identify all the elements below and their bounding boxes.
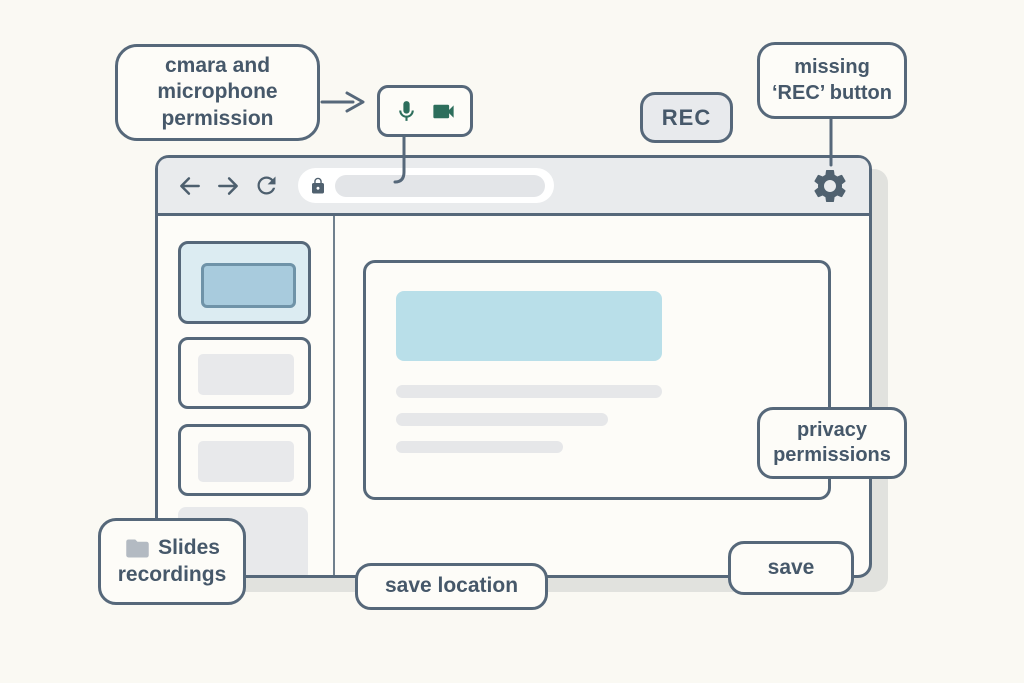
browser-content: 1/5 [158,216,869,575]
callout-line: ‘REC’ button [772,81,892,104]
gear-icon [814,169,846,202]
callout-line: cmara and [164,53,271,77]
callout-line: permission [161,106,274,130]
back-arrow-icon [180,176,200,195]
rec-button[interactable]: REC [640,92,733,143]
slide-pagination: 1/5 [528,568,668,576]
refresh-icon [257,176,275,195]
slide-thumbnail-2[interactable] [178,337,311,409]
thumbnail-content-block [198,441,294,482]
slide-text-line [396,441,563,453]
callout-save: save [728,541,854,595]
thumbnail-content-block [201,263,296,308]
next-slide-button[interactable] [632,574,654,575]
forward-arrow-icon [218,176,238,195]
callout-line: Slides [158,535,220,559]
microphone-icon [398,100,414,121]
callout-missing-rec-button: missing ‘REC’ button [757,42,907,119]
callout-privacy-permissions: privacy permissions [757,407,907,479]
settings-button[interactable] [809,165,851,207]
slide-text-line [396,385,662,398]
slide-thumbnail-1-selected[interactable] [178,241,311,324]
callout-save-location: save location [355,563,548,610]
permission-popup [377,85,473,137]
rec-button-label: REC [661,104,712,130]
browser-toolbar [158,158,869,216]
forward-button[interactable] [214,172,242,200]
callout-line: missing [794,56,870,79]
callout-line: save location [384,574,519,598]
callout-line: microphone [157,80,278,104]
browser-window: 1/5 [155,155,872,578]
video-camera-icon [432,104,454,118]
refresh-button[interactable] [252,172,280,200]
slide-title-block [396,291,662,361]
callout-line: permissions [773,444,891,466]
address-bar[interactable] [298,168,554,203]
slide-thumbnail-3[interactable] [178,424,311,496]
callout-slides-recordings: Slides recordings [98,518,246,605]
folder-icon [126,539,149,558]
callout-line: save [767,555,815,579]
slide-text-line [396,413,608,426]
page-indicator: 1/5 [580,570,616,576]
slide-preview [363,260,831,500]
callout-line: privacy [796,418,868,441]
callout-line: recordings [117,562,227,586]
connector-arrowhead [345,91,365,113]
url-placeholder [335,174,545,197]
back-button[interactable] [176,172,204,200]
lock-icon [312,177,324,193]
chevron-right-icon [632,574,654,575]
callout-camera-mic-permission: cmara and microphone permission [115,44,320,141]
thumbnail-content-block [198,354,294,395]
